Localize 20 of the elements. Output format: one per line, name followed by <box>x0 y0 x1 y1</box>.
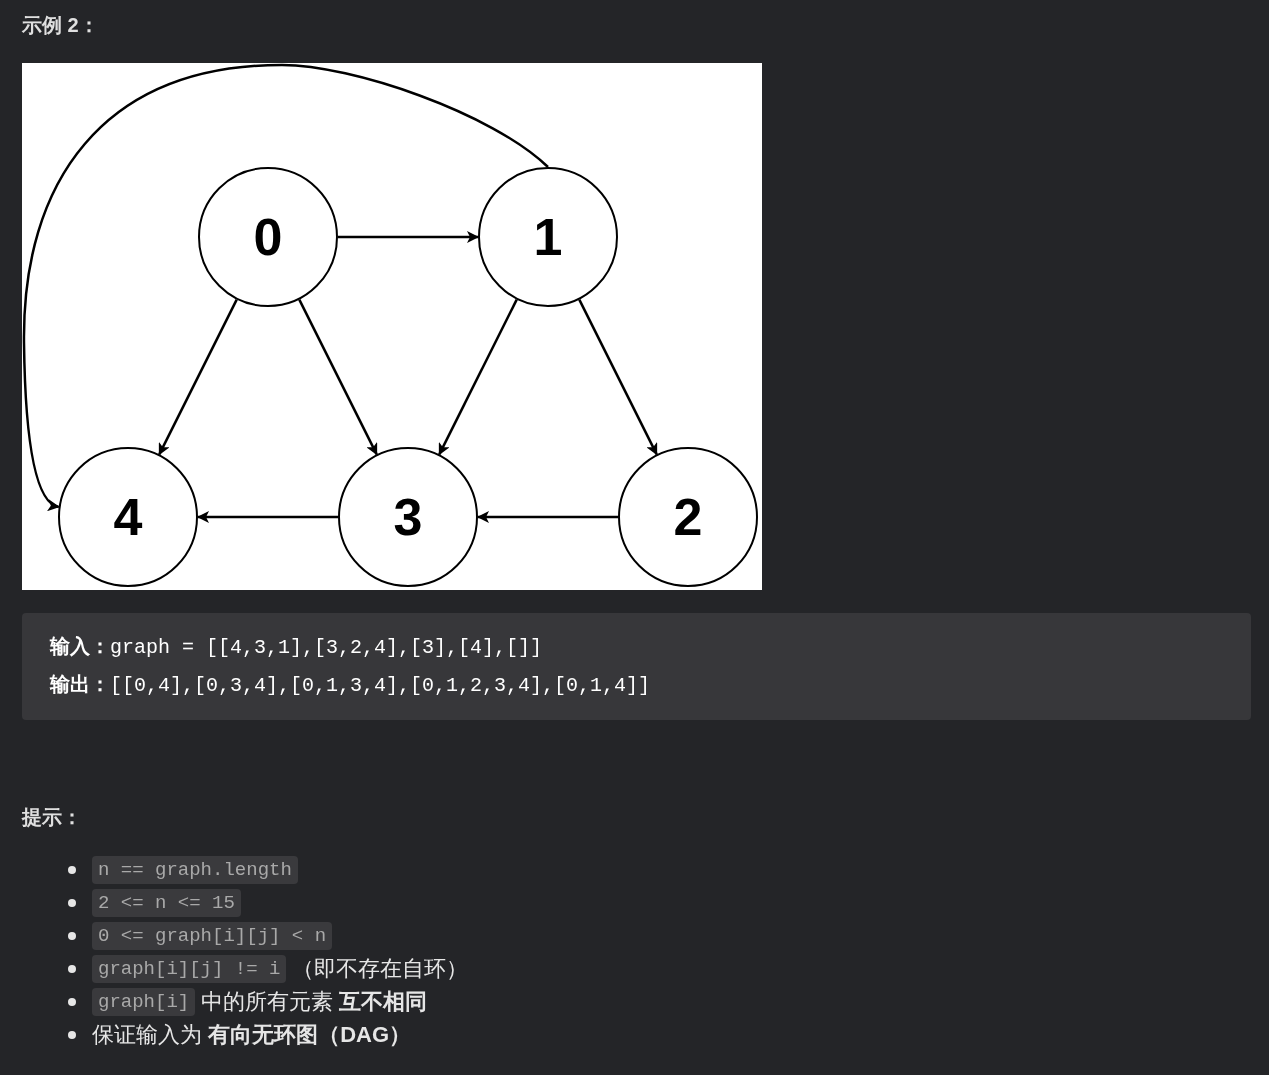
inline-code: 2 <= n <= 15 <box>92 888 241 917</box>
arrow <box>298 299 378 456</box>
arrow <box>477 511 618 523</box>
inline-code: n == graph.length <box>92 855 298 884</box>
inline-code: graph[i][j] != i <box>92 954 287 983</box>
example-heading: 示例 2： <box>22 13 99 38</box>
hints-heading: 提示： <box>22 805 82 830</box>
arrow <box>158 299 238 456</box>
example-text-line: 输入：graph = [[4,3,1],[3,2,4],[3],[4],[]] <box>50 635 544 661</box>
arrow <box>338 231 479 243</box>
hint-text: （即不存在自环） <box>292 955 469 983</box>
arrow <box>578 299 658 456</box>
hint-text: 保证输入为 有向无环图（DAG） <box>92 1021 411 1049</box>
hint-text: 中的所有元素 互不相同 <box>201 988 428 1016</box>
inline-code: 0 <= graph[i][j] < n <box>92 921 333 950</box>
example-text-line: 输出：[[0,4],[0,3,4],[0,1,3,4],[0,1,2,3,4],[0,1,4]] <box>50 673 652 699</box>
arrow <box>438 299 518 456</box>
arrow <box>197 511 338 523</box>
arrow <box>22 63 549 509</box>
inline-code: graph[i] <box>92 987 196 1016</box>
